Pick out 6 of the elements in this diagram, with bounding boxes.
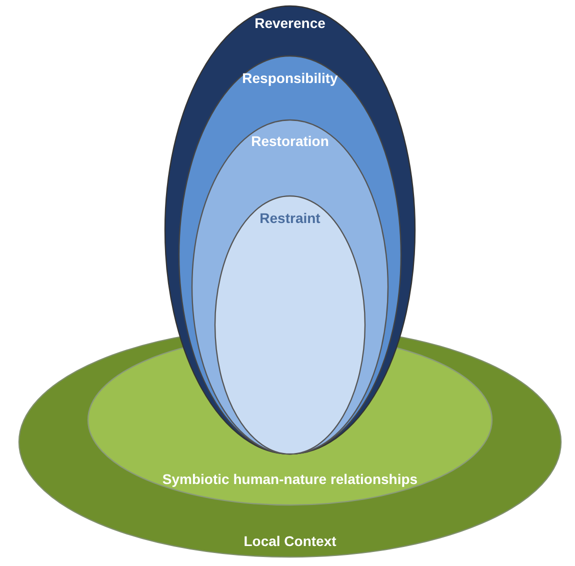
region-label: Restoration	[251, 133, 329, 149]
region-label: Symbiotic human-nature relationships	[162, 471, 418, 487]
region-label: Responsibility	[242, 70, 338, 86]
region-label: Restraint	[260, 210, 320, 226]
region-label: Local Context	[244, 533, 336, 549]
region-label: Reverence	[254, 15, 326, 31]
